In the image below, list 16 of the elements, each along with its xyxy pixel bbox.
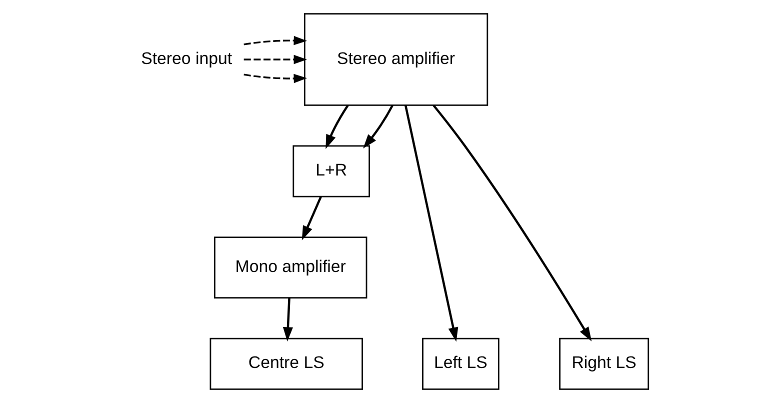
node-box: Stereo amplifier — [304, 13, 488, 106]
arrow — [282, 298, 293, 342]
arrow — [244, 74, 308, 84]
arrow — [244, 36, 308, 46]
node-box: Left LS — [422, 338, 500, 390]
arrow — [302, 196, 322, 240]
arrow — [363, 104, 394, 149]
arrow — [404, 105, 458, 342]
node-box: Centre LS — [210, 338, 363, 390]
node-box: L+R — [292, 145, 370, 198]
arrow — [244, 54, 308, 64]
node-box: Mono amplifier — [214, 236, 368, 298]
arrow — [326, 104, 349, 150]
node-box: Right LS — [559, 338, 650, 390]
node-text: Stereo input — [141, 48, 232, 68]
arrow — [432, 104, 592, 342]
